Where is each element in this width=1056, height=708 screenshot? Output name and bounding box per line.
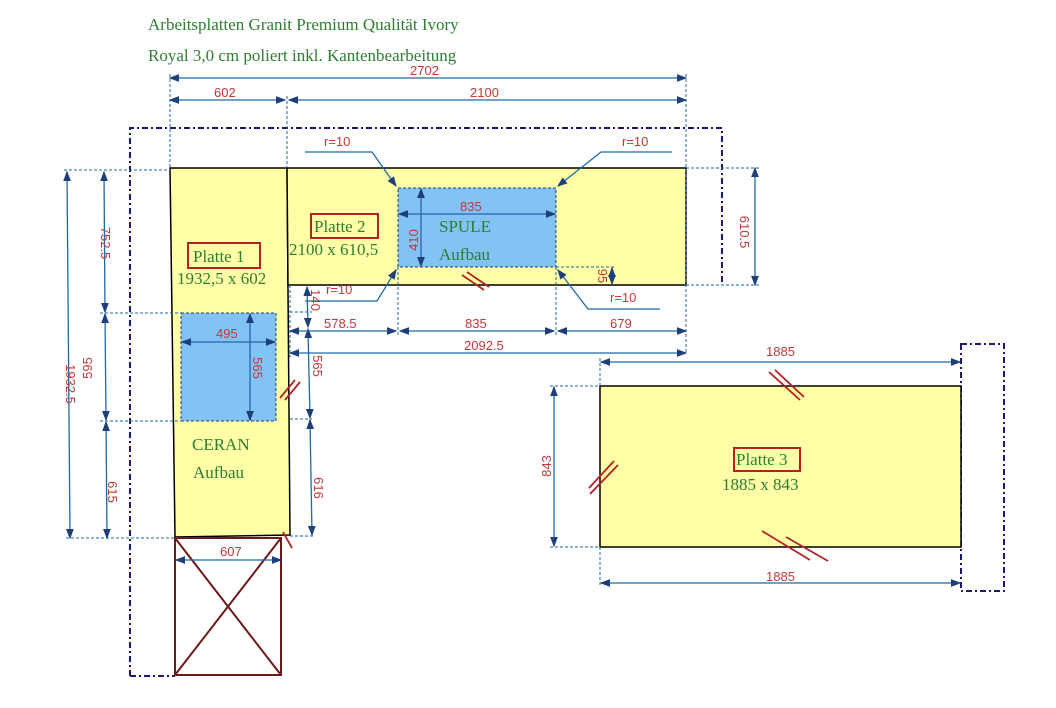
room-outline-right <box>960 343 1005 592</box>
hob-sublabel: Aufbau <box>193 463 244 482</box>
title-line-1: Arbeitsplatten Granit Premium Qualität I… <box>148 15 459 34</box>
dim-p3-left: 843 <box>539 455 554 477</box>
leader-r-bl <box>305 268 397 302</box>
dim-right-a: 140 <box>308 289 323 311</box>
dim-line-752 <box>100 170 109 314</box>
leader-r-br <box>557 268 660 310</box>
dim-row-b: 835 <box>465 316 487 331</box>
dim-sink-depth: 410 <box>406 229 421 251</box>
plate-1-label-box <box>187 242 261 269</box>
dim-radius-tr: r=10 <box>622 134 648 149</box>
dim-line-565 <box>304 327 314 420</box>
dim-row-c: 679 <box>610 316 632 331</box>
dim-p3-top: 1885 <box>766 344 795 359</box>
hob-cutout <box>180 312 277 422</box>
dim-hob-width: 495 <box>216 326 238 341</box>
room-outline-left <box>129 127 723 676</box>
sink-sublabel: Aufbau <box>439 245 490 264</box>
dim-radius-bl: r=10 <box>326 282 352 297</box>
title-line-2: Royal 3,0 cm poliert inkl. Kantenbearbei… <box>148 46 457 65</box>
dim-line-140 <box>303 285 312 329</box>
edge-marks <box>279 271 829 562</box>
plate-2-size: 2100 x 610,5 <box>289 240 378 259</box>
dim-hob-depth: 565 <box>250 357 265 379</box>
dim-radius-br: r=10 <box>610 290 636 305</box>
dim-line-616 <box>306 418 316 537</box>
dim-line-615 <box>102 420 111 540</box>
plate-1-size: 1932,5 x 602 <box>177 269 266 288</box>
dim-total-top: 2702 <box>410 63 439 78</box>
dim-left-total: 1932.5 <box>63 364 78 404</box>
dim-left-c: 615 <box>105 481 120 503</box>
dim-bottom-box: 607 <box>220 544 242 559</box>
dim-radius-tl: r=10 <box>324 134 350 149</box>
dim-sink-offset: 95 <box>595 269 610 283</box>
dim-right-depth: 610.5 <box>737 216 752 249</box>
dim-top-right: 2100 <box>470 85 499 100</box>
dim-p3-bottom: 1885 <box>766 569 795 584</box>
dim-row-total: 2092.5 <box>464 338 504 353</box>
plate-1-name: Platte 1 <box>193 247 244 266</box>
plate-3 <box>599 385 962 548</box>
dim-right-b: 565 <box>310 355 325 377</box>
dim-line-1932 <box>63 170 74 540</box>
dim-row-a: 578.5 <box>324 316 357 331</box>
leader-r-tl <box>305 151 397 188</box>
plate-3-label-box <box>733 447 801 472</box>
plate-2-label-box <box>310 213 379 239</box>
plate-3-name: Platte 3 <box>736 450 787 469</box>
leader-r-tr <box>556 151 672 187</box>
hob-label: CERAN <box>192 435 250 454</box>
dim-top-left: 602 <box>214 85 236 100</box>
dim-left-a: 752.5 <box>98 227 113 260</box>
dim-line-595 <box>101 312 110 422</box>
sink-label: SPULE <box>439 217 491 236</box>
dim-right-c: 616 <box>311 477 326 499</box>
plate-3-size: 1885 x 843 <box>722 475 799 494</box>
dim-left-b: 595 <box>80 357 95 379</box>
plate-2-name: Platte 2 <box>314 217 365 236</box>
dim-sink-width: 835 <box>460 199 482 214</box>
